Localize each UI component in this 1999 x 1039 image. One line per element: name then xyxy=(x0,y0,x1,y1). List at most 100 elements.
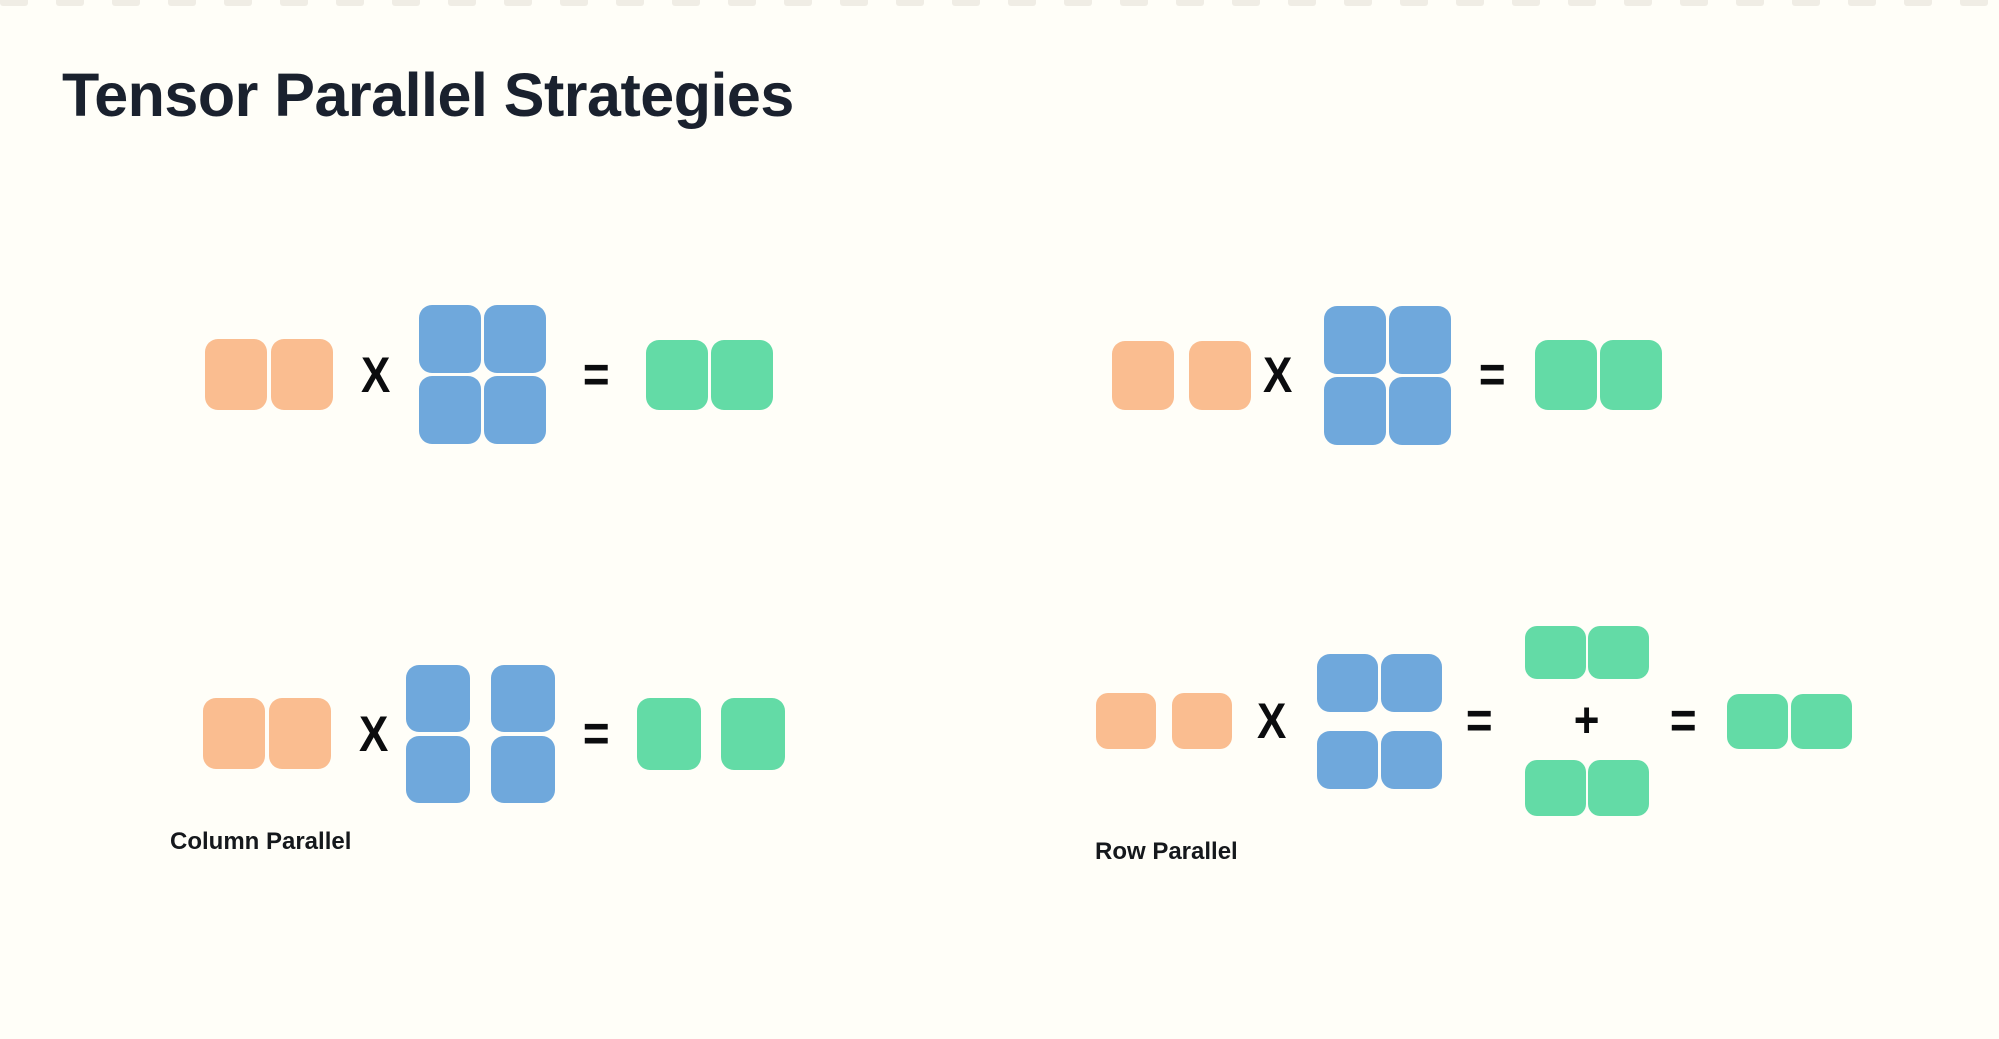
output-block xyxy=(1727,693,1789,749)
output-block xyxy=(1791,693,1853,749)
partial-output-stack: + xyxy=(1524,626,1649,816)
top-edge-strip xyxy=(0,0,1999,6)
output-block xyxy=(1524,626,1586,679)
weight-matrix xyxy=(1324,305,1452,445)
input-block xyxy=(271,339,333,410)
top-edge-block xyxy=(952,0,980,6)
weight-matrix-column-split xyxy=(406,664,556,803)
top-edge-block xyxy=(560,0,588,6)
output-block xyxy=(720,697,785,770)
weight-block xyxy=(1381,653,1443,712)
output-vector-split xyxy=(636,697,785,770)
multiply-operator: X xyxy=(1263,347,1293,403)
weight-block xyxy=(406,735,471,803)
partial-output-vector xyxy=(1524,626,1649,679)
top-edge-block xyxy=(896,0,924,6)
weight-block xyxy=(1389,305,1452,374)
column-parallel-label: Column Parallel xyxy=(170,828,352,855)
weight-block xyxy=(491,735,556,803)
output-block xyxy=(1534,340,1597,410)
weight-block xyxy=(419,305,482,373)
weight-block xyxy=(1317,730,1379,789)
weight-block xyxy=(1389,376,1452,445)
page-title: Tensor Parallel Strategies xyxy=(62,61,794,129)
input-vector xyxy=(1112,340,1251,410)
top-edge-block xyxy=(1512,0,1540,6)
equals-operator: = xyxy=(1466,692,1493,750)
input-vector xyxy=(203,698,331,769)
weight-block xyxy=(484,376,547,444)
output-block xyxy=(645,339,708,410)
top-edge-block xyxy=(1008,0,1036,6)
top-edge-block xyxy=(1400,0,1428,6)
multiply-operator: X xyxy=(361,346,391,403)
output-block xyxy=(710,339,773,410)
weight-matrix xyxy=(419,305,547,444)
output-vector xyxy=(645,339,773,410)
input-block xyxy=(1096,693,1156,749)
top-edge-block xyxy=(1904,0,1932,6)
top-edge-block xyxy=(1456,0,1484,6)
top-edge-block xyxy=(392,0,420,6)
top-edge-block xyxy=(1680,0,1708,6)
row-parallel-label: Row Parallel xyxy=(1095,838,1238,865)
top-edge-block xyxy=(1568,0,1596,6)
top-edge-block xyxy=(280,0,308,6)
top-edge-block xyxy=(1120,0,1148,6)
weight-matrix-row-split xyxy=(1317,653,1443,789)
weight-block xyxy=(1317,653,1379,712)
input-vector-split xyxy=(1096,693,1232,749)
partial-output-vector xyxy=(1524,760,1649,816)
top-edge-block xyxy=(1288,0,1316,6)
top-edge-block xyxy=(672,0,700,6)
equals-operator: = xyxy=(1479,346,1506,404)
weight-block xyxy=(484,305,547,373)
top-edge-block xyxy=(1960,0,1988,6)
output-vector xyxy=(1727,693,1853,749)
equals-operator: = xyxy=(583,345,610,404)
diagram-matmul-top-right: X = xyxy=(1112,304,1662,446)
top-edge-block xyxy=(504,0,532,6)
weight-block xyxy=(406,664,471,732)
output-block xyxy=(1587,626,1649,679)
input-block xyxy=(205,339,267,410)
equals-operator: = xyxy=(1669,692,1697,750)
top-edge-block xyxy=(1736,0,1764,6)
multiply-operator: X xyxy=(1257,693,1287,749)
top-edge-block xyxy=(1176,0,1204,6)
top-edge-block xyxy=(336,0,364,6)
equals-operator: = xyxy=(583,704,610,763)
plus-operator: + xyxy=(1573,691,1600,748)
top-edge-block xyxy=(784,0,812,6)
weight-block xyxy=(1324,376,1387,445)
input-vector xyxy=(205,339,333,410)
input-block xyxy=(1172,693,1232,749)
top-edge-block xyxy=(0,0,28,6)
input-block xyxy=(1189,340,1251,410)
weight-block xyxy=(1381,730,1443,789)
top-edge-block xyxy=(1344,0,1372,6)
top-edge-block xyxy=(1064,0,1092,6)
output-block xyxy=(1599,340,1662,410)
input-block xyxy=(1112,340,1174,410)
output-vector xyxy=(1534,340,1662,410)
multiply-operator: X xyxy=(359,705,389,762)
top-edge-block xyxy=(1624,0,1652,6)
input-block xyxy=(269,698,331,769)
diagram-matmul-top-left: X = xyxy=(205,305,773,444)
top-edge-block xyxy=(56,0,84,6)
weight-block xyxy=(491,664,556,732)
output-block xyxy=(636,697,701,770)
top-edge-block xyxy=(448,0,476,6)
top-edge-block xyxy=(224,0,252,6)
input-block xyxy=(203,698,265,769)
weight-block xyxy=(1324,305,1387,374)
top-edge-block xyxy=(112,0,140,6)
top-edge-block xyxy=(1232,0,1260,6)
top-edge-block xyxy=(840,0,868,6)
diagram-row-parallel: X = + = xyxy=(1096,626,1853,816)
top-edge-block xyxy=(616,0,644,6)
output-block xyxy=(1524,760,1586,816)
top-edge-block xyxy=(728,0,756,6)
